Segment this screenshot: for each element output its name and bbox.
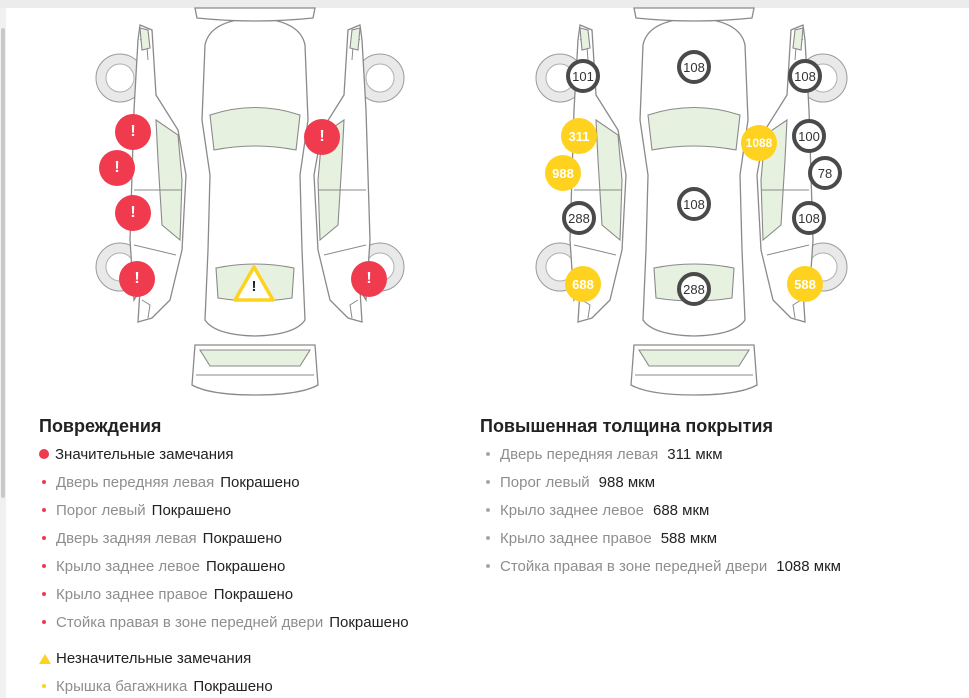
thickness-marker-high[interactable]: 1088 xyxy=(741,125,777,161)
thickness-marker[interactable]: 78 xyxy=(808,156,842,190)
thickness-marker[interactable]: 108 xyxy=(677,187,711,221)
damage-section: Повреждения Значительные замечания Дверь… xyxy=(39,416,459,698)
damage-marker-rear-left-fender[interactable]: ! xyxy=(119,261,155,297)
major-dot-icon xyxy=(39,449,49,460)
thickness-marker[interactable]: 108 xyxy=(792,201,826,235)
thickness-marker-high[interactable]: 988 xyxy=(545,155,581,191)
scrollbar-thumb[interactable] xyxy=(1,28,5,498)
thickness-marker-high[interactable]: 688 xyxy=(565,266,601,302)
major-remarks-header: Значительные замечания xyxy=(39,446,234,463)
car-diagrams xyxy=(95,7,848,396)
warning-symbol: ! xyxy=(251,278,257,295)
scrollbar[interactable] xyxy=(0,8,6,698)
warning-icon xyxy=(233,265,275,302)
thickness-marker-high[interactable]: 311 xyxy=(561,118,597,154)
thickness-section: Повышенная толщина покрытия Дверь передн… xyxy=(480,416,940,596)
damage-marker-rear-right-fender[interactable]: ! xyxy=(351,261,387,297)
damage-marker-left-sill[interactable]: ! xyxy=(99,150,135,186)
thickness-marker[interactable]: 108 xyxy=(677,50,711,84)
thickness-marker[interactable]: 101 xyxy=(566,59,600,93)
top-bar xyxy=(0,0,969,8)
section-title: Повреждения xyxy=(39,416,162,436)
damage-marker-front-left-door[interactable]: ! xyxy=(115,114,151,150)
warning-marker-trunk-lid[interactable]: ! xyxy=(232,264,276,304)
damage-marker-right-pillar[interactable]: ! xyxy=(304,119,340,155)
thickness-marker-high[interactable]: 588 xyxy=(787,266,823,302)
minor-triangle-icon xyxy=(39,653,51,664)
left-car xyxy=(95,7,405,396)
minor-remarks-header: Незначительные замечания xyxy=(39,650,251,667)
thickness-marker[interactable]: 108 xyxy=(788,59,822,93)
thickness-marker[interactable]: 288 xyxy=(677,272,711,306)
section-title: Повышенная толщина покрытия xyxy=(480,416,773,436)
right-car xyxy=(535,7,848,396)
damage-marker-rear-left-door[interactable]: ! xyxy=(115,195,151,231)
thickness-marker[interactable]: 288 xyxy=(562,201,596,235)
thickness-marker[interactable]: 100 xyxy=(792,119,826,153)
